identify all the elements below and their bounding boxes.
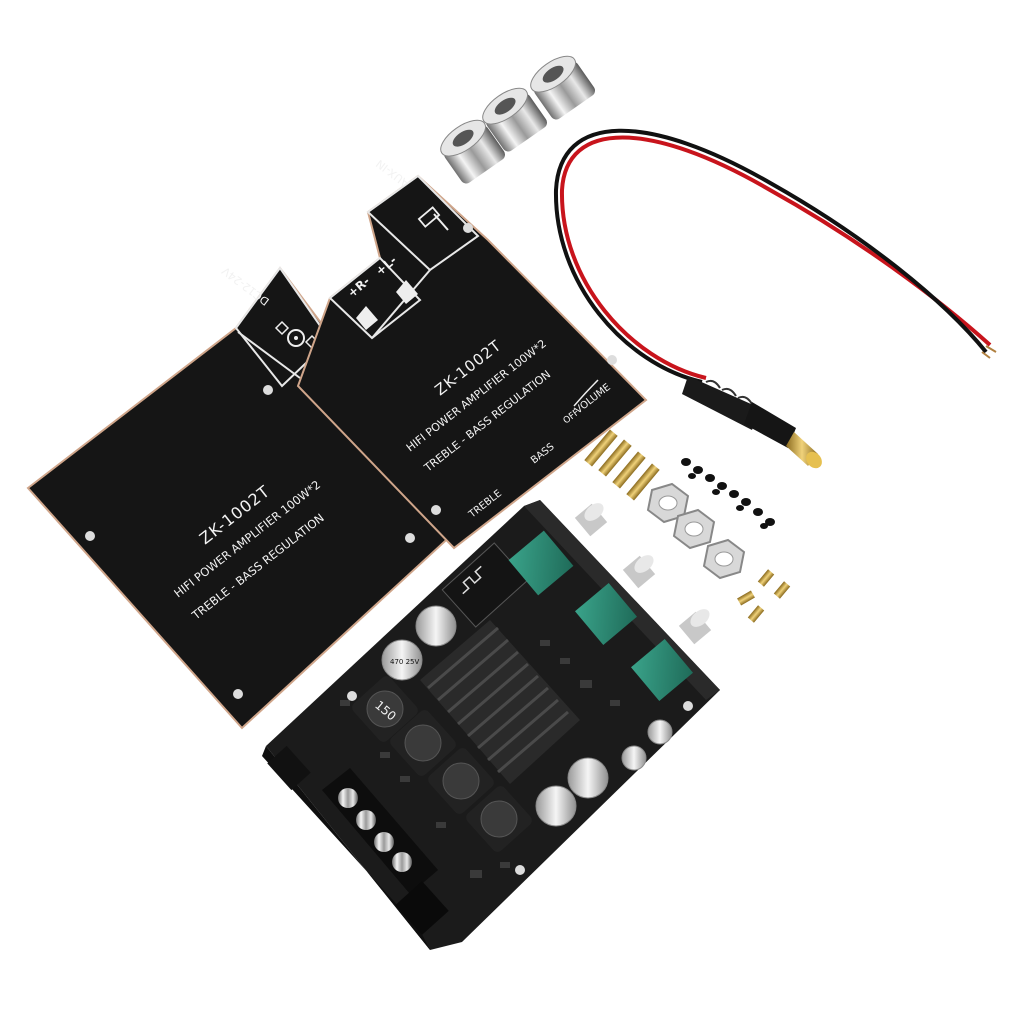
inductor: 150	[352, 676, 418, 742]
capacitor: 470 25V	[381, 639, 423, 681]
heatsink	[420, 620, 580, 784]
terminal-screw	[338, 788, 358, 808]
chrome-knob	[440, 119, 506, 184]
chrome-knob	[530, 55, 596, 120]
mount-hole	[233, 689, 243, 699]
potentiometer-bass	[575, 555, 656, 645]
brass-standoff	[584, 429, 660, 501]
potentiometer-treble	[508, 503, 608, 596]
chrome-knob	[482, 87, 548, 152]
capacitor-label: 470 25V	[390, 658, 419, 666]
mount-hole	[463, 223, 473, 233]
aux-jack-icon	[417, 206, 449, 231]
antenna-trace-icon	[462, 565, 482, 595]
inductor	[390, 710, 456, 776]
capacitor	[567, 757, 609, 799]
dc-jack	[395, 881, 449, 935]
smd-components	[340, 640, 620, 878]
speaker-r-icon	[356, 306, 378, 330]
mount-hole	[431, 505, 441, 515]
knob-set	[440, 55, 596, 184]
potentiometer-volume	[631, 609, 712, 701]
dc-power-cable	[553, 128, 997, 469]
amplifier-board: 150	[262, 500, 720, 950]
mount-hole	[683, 701, 693, 711]
terminal-screw	[392, 852, 412, 872]
capacitor	[415, 605, 457, 647]
panel-left-power-label: DC12-24V	[219, 264, 272, 308]
terminal-screw	[374, 832, 394, 852]
barrel-plug	[682, 376, 822, 469]
inductor	[466, 786, 532, 852]
capacitor	[535, 785, 577, 827]
capacitor	[621, 745, 647, 771]
mount-hole	[515, 865, 525, 875]
small-brass-standoff	[737, 569, 791, 623]
mount-hole	[607, 355, 617, 365]
hex-nut-group	[646, 482, 746, 580]
speaker-l-icon	[396, 280, 418, 304]
aux-jack	[267, 745, 311, 791]
hardware-set	[584, 429, 791, 623]
mount-hole	[347, 691, 357, 701]
volume-arc-icon	[573, 379, 599, 407]
panel-right-aux-label: AUX-IN	[374, 157, 412, 190]
inductor	[428, 748, 494, 814]
capacitor	[647, 719, 673, 745]
mount-hole	[263, 385, 273, 395]
mount-hole	[85, 531, 95, 541]
screw-group	[681, 458, 775, 529]
mount-hole	[405, 533, 415, 543]
screw-terminal	[322, 768, 438, 894]
terminal-screw	[356, 810, 376, 830]
